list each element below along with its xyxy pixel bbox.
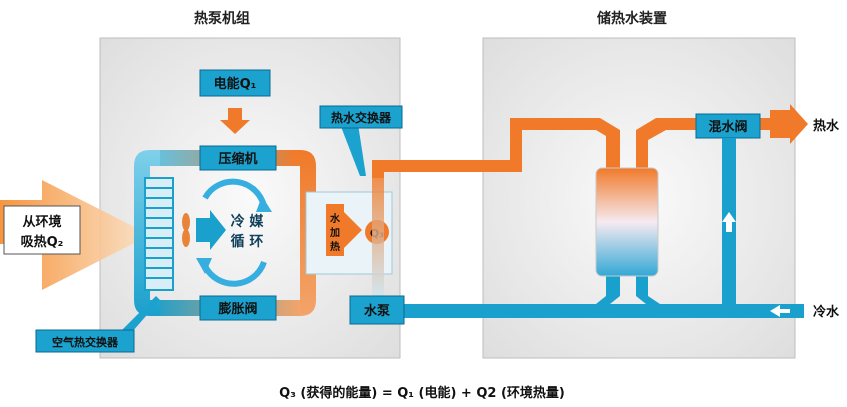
air-hx-label: 空气热交换器 xyxy=(52,335,119,349)
compressor-box xyxy=(199,145,277,171)
absorb-heat-box xyxy=(3,205,81,255)
cold-water-arrow xyxy=(770,305,790,317)
expansion-valve-label: 膨胀阀 xyxy=(217,301,257,317)
water-hx-box xyxy=(319,105,403,129)
absorb-heat-line2: 吸热Q₂ xyxy=(21,234,64,250)
tank-inlet-pipes xyxy=(596,276,660,304)
bypass-arrow xyxy=(722,212,736,232)
cold-water-pipe xyxy=(384,304,804,318)
electric-energy-label: 电能Q₁ xyxy=(214,76,257,92)
hot-water-label: 热水 xyxy=(813,118,840,134)
electric-arrow xyxy=(220,108,250,134)
refrigerant-label-1: 冷 媒 xyxy=(231,213,265,230)
water-hx-label: 热水交换器 xyxy=(331,110,392,125)
cold-water-label: 冷水 xyxy=(813,304,840,320)
pump-box xyxy=(349,295,405,325)
absorb-heat-line1: 从环境 xyxy=(22,214,61,230)
pump-label: 水泵 xyxy=(364,303,390,319)
storage-tank xyxy=(595,167,659,277)
storage-title: 储热水装置 xyxy=(596,10,667,27)
mixing-valve-label: 混水阀 xyxy=(708,119,747,135)
water-heat-char-3: 热 xyxy=(330,240,340,253)
compressor-label: 压缩机 xyxy=(218,151,257,167)
water-heat-char-2: 加 xyxy=(329,226,340,239)
expansion-valve-box xyxy=(199,295,277,321)
electric-energy-box xyxy=(199,69,271,97)
water-heat-char-1: 水 xyxy=(329,212,341,225)
water-hx-pointer xyxy=(340,124,366,176)
air-hx-box xyxy=(35,329,135,353)
energy-formula: Q₃ (获得的能量) = Q₁ (电能) + Q2 (环境热量) xyxy=(279,385,565,401)
refrigerant-label-2: 循 环 xyxy=(231,233,264,250)
circulation-arrow-icon xyxy=(202,178,267,287)
mixing-valve-box xyxy=(695,113,761,139)
air-hx-pointer xyxy=(120,296,160,332)
fan-icon xyxy=(182,213,190,247)
heat-pump-title: 热泵机组 xyxy=(194,10,250,27)
airflow-arrow xyxy=(196,210,226,250)
hx-pipe-vertical xyxy=(372,178,384,298)
air-heat-exchanger-coil xyxy=(144,177,174,291)
water-heat-arrow xyxy=(326,204,362,256)
hot-water-pipe xyxy=(372,118,620,178)
hot-water-arrow xyxy=(770,104,808,144)
